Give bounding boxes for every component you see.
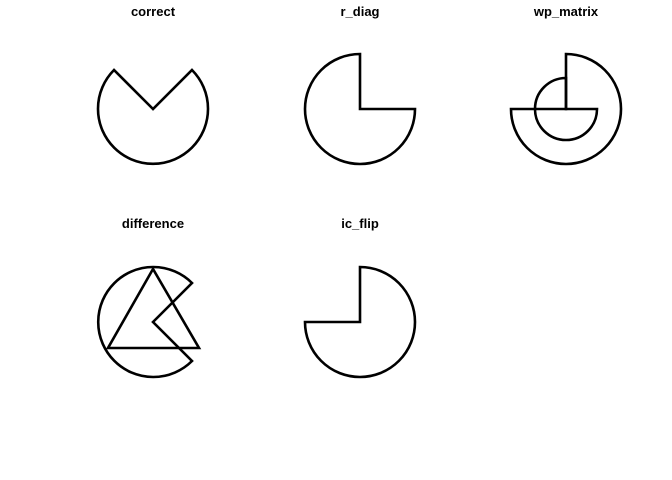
triangle-difference [105, 266, 202, 350]
panel-difference: difference [96, 216, 202, 379]
panel-title-difference: difference [122, 216, 184, 231]
pacman-shape-correct [96, 68, 210, 166]
pacman-outline-difference [96, 265, 194, 379]
panel-title-r-diag: r_diag [340, 4, 379, 19]
panel-correct: correct [96, 4, 210, 166]
inner-arc-shape-wp-matrix [533, 76, 599, 142]
quarter-cut-circle-r-diag [303, 52, 417, 166]
quarter-cut-circle-ic-flip [303, 265, 417, 379]
panel-ic-flip: ic_flip [303, 216, 417, 379]
panel-title-correct: correct [131, 4, 176, 19]
panel-title-wp-matrix: wp_matrix [533, 4, 599, 19]
outer-arc-shape-wp-matrix [509, 52, 623, 166]
panel-title-ic-flip: ic_flip [341, 216, 379, 231]
panel-r-diag: r_diag [303, 4, 417, 166]
panel-wp-matrix: wp_matrix [509, 4, 623, 166]
